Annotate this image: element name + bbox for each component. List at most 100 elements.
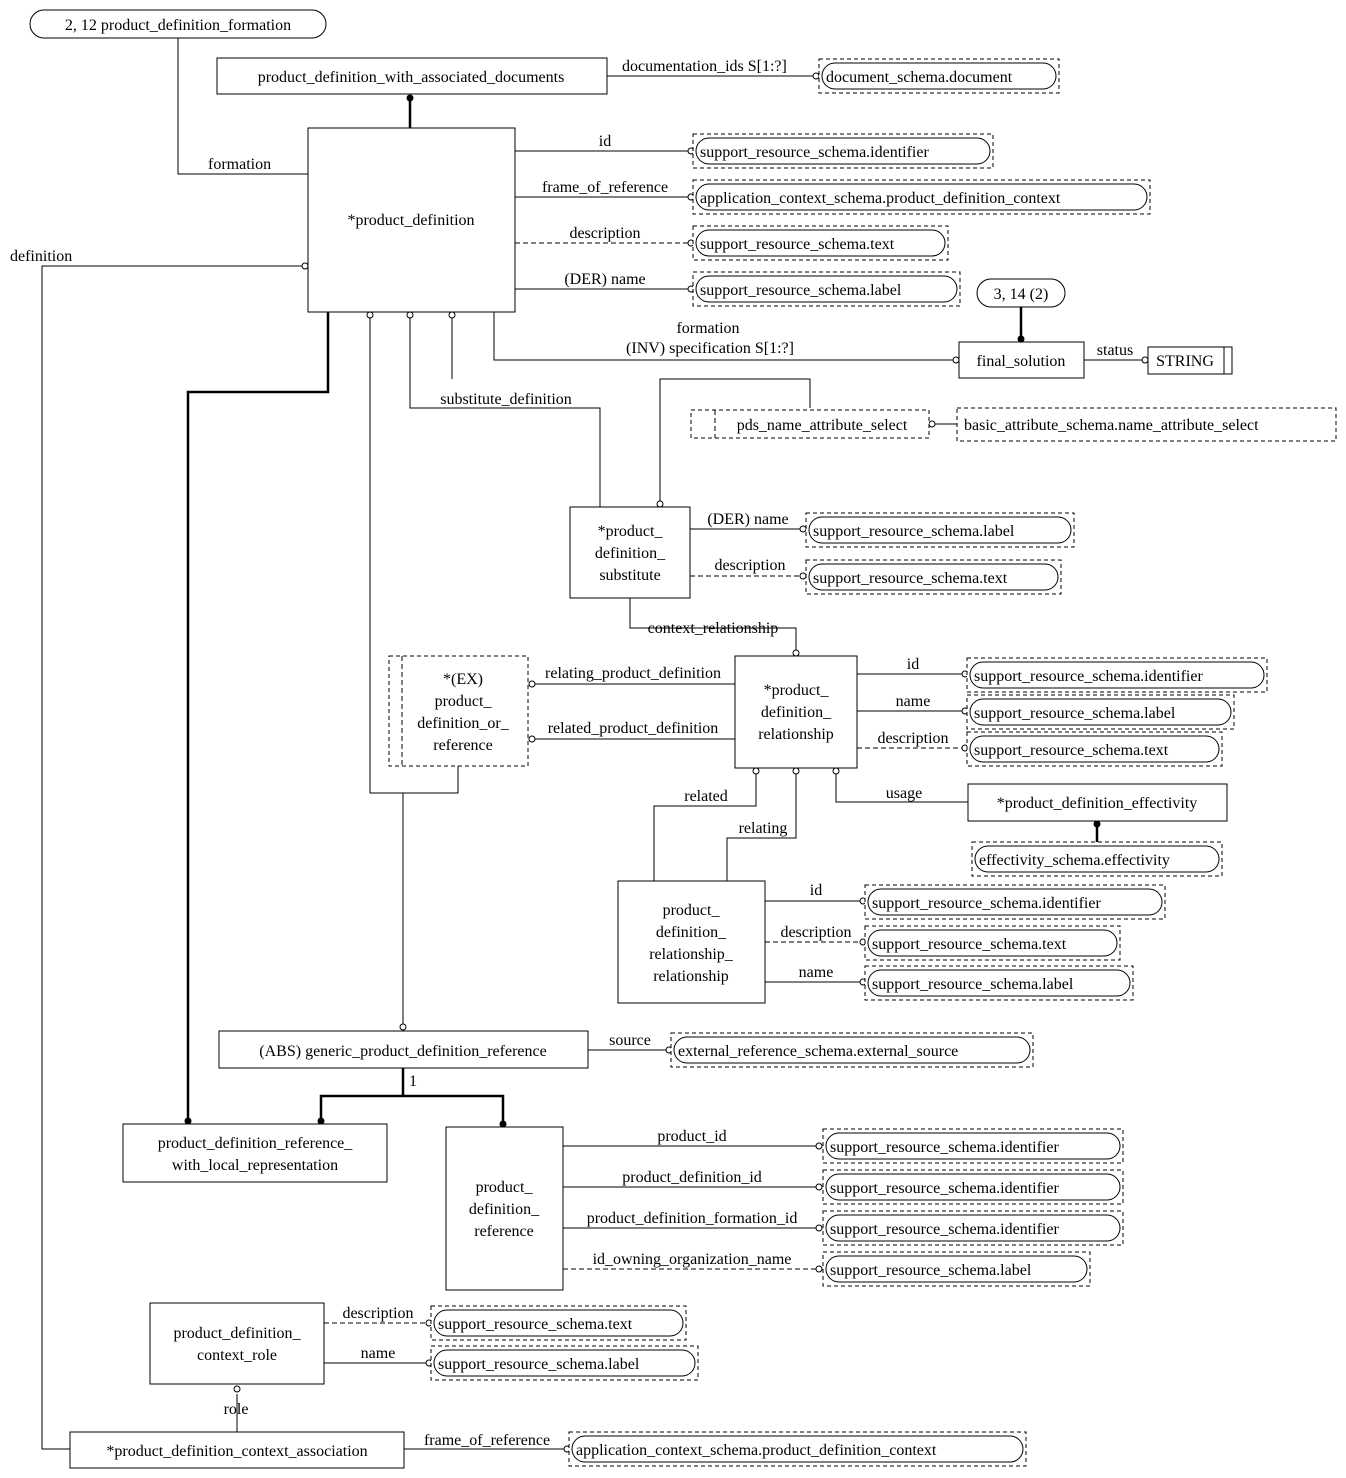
- usage-line: [835, 774, 968, 803]
- label-substitute-definition: substitute_definition: [440, 391, 572, 408]
- label-inv-specification: (INV) specification S[1:?]: [626, 340, 794, 357]
- ext-pd-text[interactable]: support_resource_schema.text: [692, 225, 949, 261]
- ext-pdref-product-id-label: support_resource_schema.identifier: [830, 1139, 1059, 1156]
- label-related-pd: related_product_definition: [548, 720, 719, 737]
- entity-pdrr-line3: relationship_: [649, 946, 734, 963]
- ext-pdcr-text[interactable]: support_resource_schema.text: [430, 1305, 687, 1341]
- label-documentation-ids: documentation_ids S[1:?]: [622, 58, 787, 75]
- label-pds-der-name: (DER) name: [707, 511, 788, 528]
- entity-pd-context-role-line2: context_role: [197, 1347, 277, 1364]
- entity-final-solution[interactable]: final_solution: [958, 341, 1085, 379]
- label-id-owning-organization-name: id_owning_organization_name: [593, 1251, 792, 1268]
- ext-pdrr-label[interactable]: support_resource_schema.label: [864, 965, 1134, 1001]
- entity-pd-reference-with-local-rep[interactable]: product_definition_reference_ with_local…: [122, 1123, 388, 1183]
- label-pdr-description: description: [877, 730, 948, 747]
- ext-pdrr-text-label: support_resource_schema.text: [872, 936, 1067, 953]
- select-pd-or-reference-line3: definition_or_: [417, 715, 510, 732]
- entity-pd-context-role[interactable]: product_definition_ context_role: [149, 1302, 325, 1385]
- specification-line: [493, 312, 953, 361]
- gpdr-subtype-bar: [319, 1094, 505, 1122]
- ext-name-attribute-select[interactable]: basic_attribute_schema.name_attribute_se…: [956, 407, 1337, 442]
- select-pd-or-reference[interactable]: *(EX) product_ definition_or_ reference: [388, 655, 529, 767]
- ext-pdr-label-label: support_resource_schema.label: [974, 705, 1176, 722]
- label-pdrr-name: name: [799, 964, 834, 981]
- ext-pdr-label[interactable]: support_resource_schema.label: [966, 694, 1235, 730]
- entity-pd-context-association-label: *product_definition_context_association: [106, 1443, 367, 1460]
- label-pdcr-name: name: [361, 1345, 396, 1362]
- formation-line: [177, 38, 308, 175]
- ext-pdcr-label[interactable]: support_resource_schema.label: [430, 1345, 699, 1381]
- entity-pd-context-role-line1: product_definition_: [173, 1325, 301, 1342]
- ext-pd-identifier[interactable]: support_resource_schema.identifier: [692, 133, 994, 169]
- ext-pdr-identifier[interactable]: support_resource_schema.identifier: [966, 657, 1268, 693]
- select-to-pds-line: [659, 378, 811, 502]
- select-pds-name-attribute[interactable]: pds_name_attribute_select: [690, 409, 930, 439]
- entity-pd-relationship[interactable]: *product_ definition_ relationship: [734, 655, 858, 769]
- ext-pdrr-text[interactable]: support_resource_schema.text: [864, 925, 1121, 961]
- entity-pdrr-line2: definition_: [656, 924, 727, 941]
- select-pd-or-reference-line4: reference: [433, 737, 493, 754]
- entity-pd-effectivity-label: *product_definition_effectivity: [997, 795, 1198, 812]
- ext-pdref-org-label-label: support_resource_schema.label: [830, 1262, 1032, 1279]
- ext-pdcr-label-label: support_resource_schema.label: [438, 1356, 640, 1373]
- definition-line: [41, 265, 302, 1450]
- ext-pdca-context[interactable]: application_context_schema.product_defin…: [568, 1431, 1027, 1467]
- entity-generic-pd-reference-label: (ABS) generic_product_definition_referen…: [259, 1043, 546, 1060]
- entity-pdrwlr-line2: with_local_representation: [172, 1157, 338, 1174]
- ext-pdref-pdf-id-label: support_resource_schema.identifier: [830, 1221, 1059, 1238]
- ext-external-source-label: external_reference_schema.external_sourc…: [678, 1043, 958, 1060]
- ext-name-attribute-select-label: basic_attribute_schema.name_attribute_se…: [964, 417, 1259, 434]
- ext-pdref-product-id[interactable]: support_resource_schema.identifier: [822, 1128, 1124, 1164]
- ext-pdref-pd-id-label: support_resource_schema.identifier: [830, 1180, 1059, 1197]
- label-usage: usage: [886, 785, 922, 802]
- label-pdcr-description: description: [342, 1305, 413, 1322]
- page-ref-formation[interactable]: 2, 12 product_definition_formation: [29, 9, 327, 39]
- ext-pdref-pd-id[interactable]: support_resource_schema.identifier: [822, 1169, 1124, 1205]
- pdrwlr-subtype-line: [186, 312, 330, 1118]
- ext-external-source[interactable]: external_reference_schema.external_sourc…: [670, 1032, 1034, 1068]
- ext-pdrr-label-label: support_resource_schema.label: [872, 976, 1074, 993]
- ext-pdr-text[interactable]: support_resource_schema.text: [966, 731, 1223, 767]
- entity-pd-effectivity[interactable]: *product_definition_effectivity: [967, 783, 1228, 822]
- entity-pd-reference[interactable]: product_ definition_ reference: [445, 1126, 564, 1291]
- ext-pd-identifier-label: support_resource_schema.identifier: [700, 144, 929, 161]
- ext-pds-label-label: support_resource_schema.label: [813, 523, 1015, 540]
- relation-labels: documentation_ids S[1:?] formation defin…: [10, 58, 1133, 1449]
- label-pd-id: id: [599, 133, 611, 150]
- entity-pdrwlr-line1: product_definition_reference_: [158, 1135, 354, 1152]
- label-context-relationship: context_relationship: [648, 620, 779, 637]
- type-string[interactable]: STRING: [1147, 346, 1233, 375]
- entity-generic-pd-reference[interactable]: (ABS) generic_product_definition_referen…: [218, 1030, 589, 1069]
- ext-document[interactable]: document_schema.document: [818, 58, 1060, 94]
- entity-pd-reference-line1: product_: [476, 1179, 534, 1196]
- label-source: source: [609, 1032, 651, 1049]
- entity-pd-context-association[interactable]: *product_definition_context_association: [69, 1431, 405, 1469]
- page-ref-final[interactable]: 3, 14 (2): [976, 278, 1066, 308]
- substitute-definition-line-2: [409, 318, 601, 507]
- ext-pd-context[interactable]: application_context_schema.product_defin…: [692, 179, 1151, 215]
- ext-pds-text[interactable]: support_resource_schema.text: [805, 559, 1062, 595]
- entity-pdwad[interactable]: product_definition_with_associated_docum…: [216, 57, 608, 95]
- label-definition: definition: [10, 248, 72, 265]
- label-pdca-frame: frame_of_reference: [424, 1432, 550, 1449]
- ext-pdref-org-label[interactable]: support_resource_schema.label: [822, 1251, 1091, 1287]
- entity-product-definition[interactable]: *product_definition: [307, 127, 516, 313]
- ext-pd-label-label: support_resource_schema.label: [700, 282, 902, 299]
- select-pd-or-reference-line1: *(EX): [443, 671, 483, 688]
- entity-pd-relationship-relationship[interactable]: product_ definition_ relationship_ relat…: [617, 880, 766, 1004]
- ext-pdr-text-label: support_resource_schema.text: [974, 742, 1169, 759]
- select-pds-name-attribute-label: pds_name_attribute_select: [737, 417, 908, 434]
- ext-pdref-pdf-id[interactable]: support_resource_schema.identifier: [822, 1210, 1124, 1246]
- label-pdr-id: id: [907, 656, 919, 673]
- connectors: [41, 38, 1142, 1450]
- ext-pds-label[interactable]: support_resource_schema.label: [805, 512, 1075, 548]
- pd-to-select-line: [369, 318, 459, 794]
- ext-effectivity[interactable]: effectivity_schema.effectivity: [971, 841, 1223, 877]
- ext-pdca-context-label: application_context_schema.product_defin…: [576, 1442, 937, 1459]
- ext-pdrr-identifier[interactable]: support_resource_schema.identifier: [864, 884, 1166, 920]
- label-inv-formation: formation: [676, 320, 739, 337]
- ext-pd-label[interactable]: support_resource_schema.label: [692, 271, 961, 307]
- entity-pd-substitute[interactable]: *product_ definition_ substitute: [569, 506, 691, 599]
- label-pdrr-id: id: [810, 882, 822, 899]
